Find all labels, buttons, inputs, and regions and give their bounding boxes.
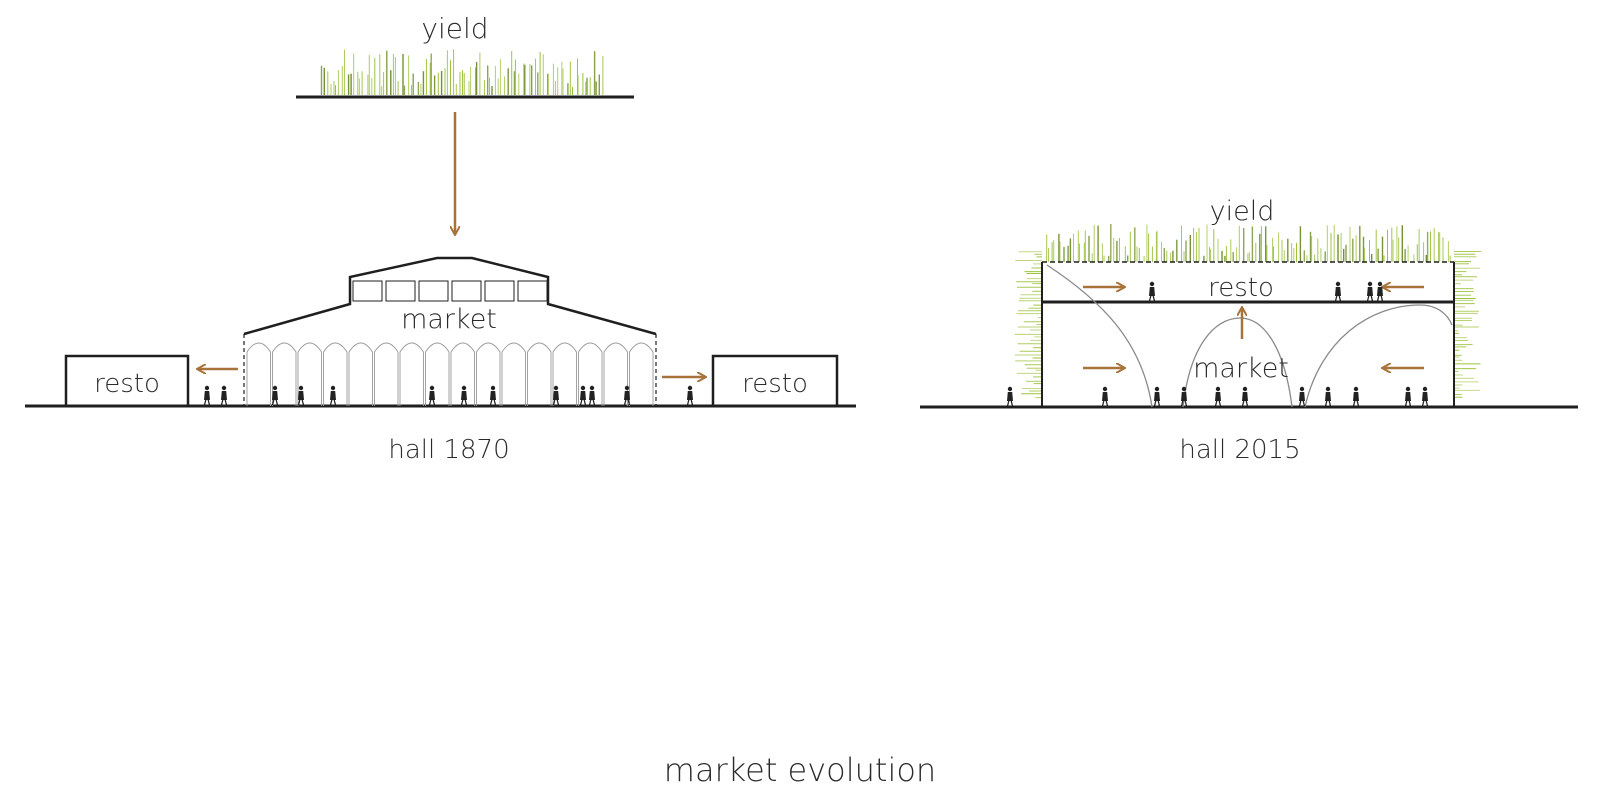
hall-1870-market-label: market bbox=[401, 304, 497, 335]
person-figure bbox=[623, 385, 631, 406]
person-figure bbox=[297, 385, 305, 406]
lantern-window bbox=[451, 280, 482, 302]
hall-2015-right-wall-plants bbox=[1454, 251, 1482, 398]
person-figure bbox=[579, 385, 587, 406]
person-figure bbox=[1366, 281, 1374, 302]
person-figure bbox=[552, 385, 560, 406]
person-figure bbox=[428, 385, 436, 406]
person-figure bbox=[1324, 386, 1332, 407]
person-figure bbox=[271, 385, 279, 406]
hall-2015-people bbox=[1006, 281, 1429, 407]
hall-2015-section: yield resto market hall 2015 bbox=[920, 196, 1578, 465]
hall-1870-section: yield resto resto market bbox=[25, 12, 856, 465]
diagram-caption: market evolution bbox=[664, 751, 936, 789]
person-figure bbox=[489, 385, 497, 406]
person-figure bbox=[1376, 281, 1384, 302]
hall-arch bbox=[323, 342, 348, 406]
hall-arch bbox=[450, 342, 475, 406]
hall-1870-resto-left-label: resto bbox=[94, 369, 160, 399]
person-figure bbox=[1180, 386, 1188, 407]
hall-1870-yield-plants bbox=[320, 49, 604, 95]
hall-arch bbox=[297, 342, 322, 406]
hall-arch bbox=[272, 342, 297, 406]
hall-arch bbox=[348, 342, 373, 406]
hall-2015-market-label: market bbox=[1193, 353, 1289, 384]
person-figure bbox=[1298, 386, 1306, 407]
hall-arch bbox=[476, 342, 501, 406]
hall-2015-building bbox=[1041, 261, 1455, 408]
hall-2015-left-wall-plants bbox=[1014, 251, 1042, 399]
hall-2015-caption: hall 2015 bbox=[1179, 435, 1300, 465]
lantern-window bbox=[352, 280, 383, 302]
hall-1870-yield-label: yield bbox=[421, 12, 488, 45]
hall-1870-caption: hall 1870 bbox=[388, 435, 509, 465]
hall-arch bbox=[374, 342, 399, 406]
person-figure bbox=[1101, 386, 1109, 407]
hall-arch bbox=[603, 342, 628, 406]
hall-2015-roof-plants bbox=[1046, 224, 1451, 262]
hall-1870-people bbox=[203, 385, 694, 406]
hall-arch bbox=[246, 342, 271, 406]
hall-arch bbox=[629, 342, 654, 406]
person-figure bbox=[1404, 386, 1412, 407]
hall-arch bbox=[501, 342, 526, 406]
hall-1870-resto-right-box bbox=[711, 354, 839, 408]
person-figure bbox=[1006, 386, 1014, 407]
person-figure bbox=[686, 385, 694, 406]
person-figure bbox=[1153, 386, 1161, 407]
hall-2015-yield-label: yield bbox=[1210, 196, 1275, 227]
hall-1870-building bbox=[243, 256, 657, 406]
person-figure bbox=[1241, 386, 1249, 407]
hall-arch bbox=[425, 342, 450, 406]
hall-arch bbox=[399, 342, 424, 406]
person-figure bbox=[460, 385, 468, 406]
person-figure bbox=[1148, 281, 1156, 302]
person-figure bbox=[588, 385, 596, 406]
person-figure bbox=[1421, 386, 1429, 407]
lantern-window bbox=[484, 280, 515, 302]
lantern-window bbox=[517, 280, 548, 302]
hall-1870-resto-right-label: resto bbox=[742, 369, 808, 399]
person-figure bbox=[220, 385, 228, 406]
person-figure bbox=[329, 385, 337, 406]
hall-arch bbox=[527, 342, 552, 406]
lantern-window bbox=[418, 280, 449, 302]
hall-2015-resto-label: resto bbox=[1208, 273, 1274, 303]
hall-arch bbox=[552, 342, 577, 406]
person-figure bbox=[1334, 281, 1342, 302]
person-figure bbox=[203, 385, 211, 406]
lantern-window bbox=[385, 280, 416, 302]
person-figure bbox=[1352, 386, 1360, 407]
hall-1870-resto-left-box bbox=[64, 354, 190, 408]
person-figure bbox=[1214, 386, 1222, 407]
hall-arch bbox=[578, 342, 603, 406]
